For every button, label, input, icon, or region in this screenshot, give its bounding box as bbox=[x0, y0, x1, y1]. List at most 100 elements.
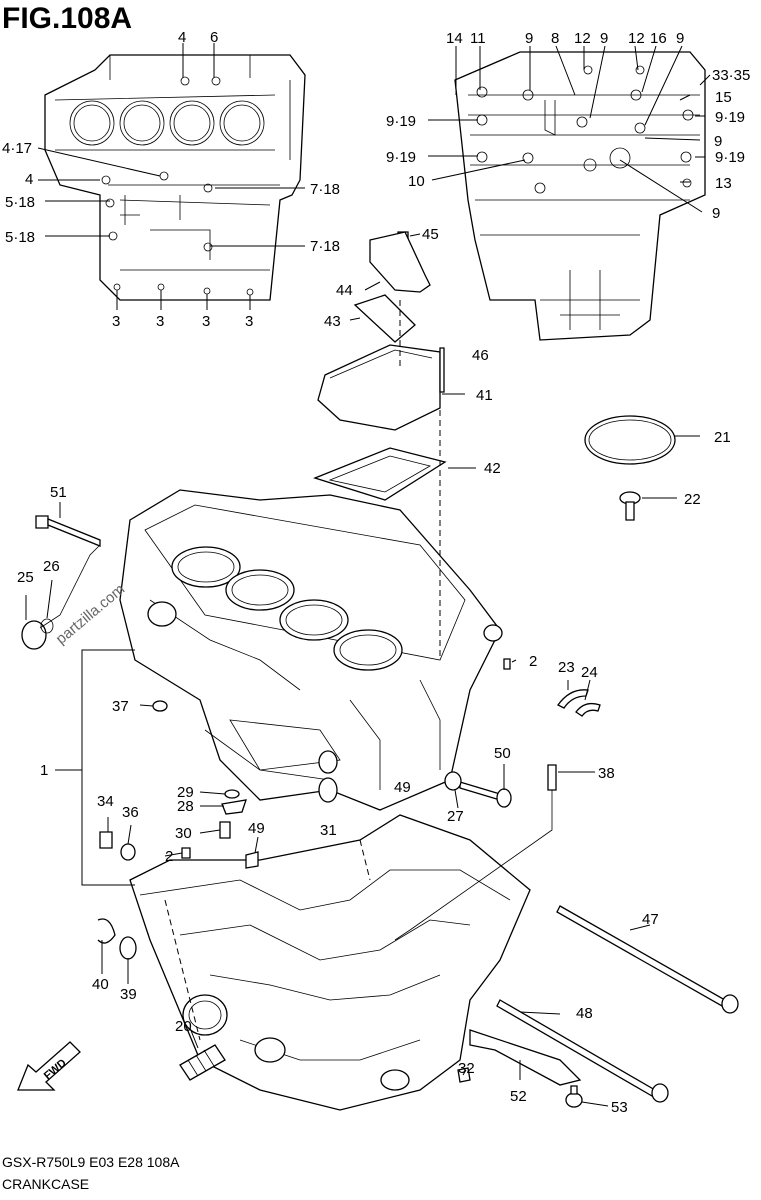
bearing-23-24 bbox=[557, 689, 601, 717]
callout-6: 6 bbox=[210, 29, 218, 46]
callout-25: 25 bbox=[17, 569, 34, 586]
callout-38: 38 bbox=[598, 765, 615, 782]
callout-3: 3 bbox=[112, 313, 120, 330]
callout-9: 9 bbox=[714, 133, 722, 150]
callout-15: 15 bbox=[715, 89, 732, 106]
callout-5-18: 5·18 bbox=[5, 229, 35, 246]
callout-9-19: 9·19 bbox=[386, 149, 416, 166]
leader-lines bbox=[25, 43, 711, 1107]
callout-13: 13 bbox=[715, 175, 732, 192]
o-ring-37 bbox=[152, 700, 168, 712]
callout-7-18: 7·18 bbox=[310, 238, 340, 255]
callout-22: 22 bbox=[684, 491, 701, 508]
callout-26: 26 bbox=[43, 558, 60, 575]
callout-40: 40 bbox=[92, 976, 109, 993]
bearing-39 bbox=[119, 936, 137, 960]
bolt-53 bbox=[565, 1085, 583, 1108]
callout-48: 48 bbox=[576, 1005, 593, 1022]
dowel-32 bbox=[457, 1067, 471, 1083]
jet-38 bbox=[394, 764, 557, 941]
callout-16: 16 bbox=[650, 30, 667, 47]
callout-32: 32 bbox=[458, 1060, 475, 1077]
callout-4: 4 bbox=[25, 171, 33, 188]
callout-12: 12 bbox=[574, 30, 591, 47]
upper-crankcase bbox=[119, 489, 503, 811]
callout-52: 52 bbox=[510, 1088, 527, 1105]
oil-strainer-assembly bbox=[313, 231, 447, 501]
callout-10: 10 bbox=[408, 173, 425, 190]
stud-48 bbox=[496, 999, 669, 1103]
callout-9: 9 bbox=[676, 30, 684, 47]
callout-24: 24 bbox=[581, 664, 598, 681]
callout-42: 42 bbox=[484, 460, 501, 477]
seal-31 bbox=[318, 777, 338, 803]
callout-27: 27 bbox=[447, 808, 464, 825]
callout-45: 45 bbox=[422, 226, 439, 243]
lower-case-inset bbox=[454, 51, 706, 341]
callout-33-35: 33·35 bbox=[712, 67, 750, 84]
callout-36: 36 bbox=[122, 804, 139, 821]
callout-49: 49 bbox=[248, 820, 265, 837]
callout-2: 2 bbox=[165, 848, 173, 865]
callout-9: 9 bbox=[525, 30, 533, 47]
callout-31: 31 bbox=[320, 822, 337, 839]
bolt-50 bbox=[444, 771, 512, 808]
bolt-22 bbox=[619, 491, 641, 521]
callout-41: 41 bbox=[476, 387, 493, 404]
screw-30 bbox=[219, 821, 231, 839]
callout-9-19: 9·19 bbox=[715, 149, 745, 166]
callout-5-18: 5·18 bbox=[5, 194, 35, 211]
watermark: partzilla.com bbox=[53, 581, 128, 648]
plug-34 bbox=[99, 831, 113, 849]
callout-37: 37 bbox=[112, 698, 129, 715]
o-ring-21 bbox=[584, 415, 676, 465]
callout-7-18: 7·18 bbox=[310, 181, 340, 198]
plate-52 bbox=[469, 1029, 582, 1086]
upper-case-inset bbox=[44, 54, 306, 301]
callout-50: 50 bbox=[494, 745, 511, 762]
section-name: CRANKCASE bbox=[2, 1176, 89, 1192]
model-code: GSX-R750L9 E03 E28 108A bbox=[2, 1154, 180, 1170]
bolt-51 bbox=[35, 515, 101, 547]
callout-9: 9 bbox=[712, 205, 720, 222]
callout-11: 11 bbox=[470, 30, 486, 47]
callout-47: 47 bbox=[642, 911, 659, 928]
callout-4: 4 bbox=[178, 29, 186, 46]
callout-29: 29 bbox=[177, 784, 194, 801]
callout-3: 3 bbox=[156, 313, 164, 330]
callout-12: 12 bbox=[628, 30, 645, 47]
dowel-pin-2a bbox=[503, 658, 511, 670]
callout-9-19: 9·19 bbox=[715, 109, 745, 126]
dowel-pin-2b bbox=[181, 847, 191, 859]
callout-46: 46 bbox=[472, 347, 489, 364]
callout-23: 23 bbox=[558, 659, 575, 676]
callout-labels: 4 6 4·17 4 5·18 5·18 7·18 7·18 3 3 3 3 1… bbox=[2, 29, 750, 1116]
o-ring-36 bbox=[120, 843, 136, 861]
callout-44: 44 bbox=[336, 282, 353, 299]
callout-28: 28 bbox=[177, 798, 194, 815]
circlip-40 bbox=[97, 918, 116, 944]
callout-34: 34 bbox=[97, 793, 114, 810]
plug-20 bbox=[179, 1044, 226, 1081]
callout-14: 14 bbox=[446, 30, 463, 47]
stud-47 bbox=[556, 905, 739, 1014]
callout-21: 21 bbox=[714, 429, 731, 446]
callout-20: 20 bbox=[175, 1018, 192, 1035]
callout-8: 8 bbox=[551, 30, 559, 47]
washer-49 bbox=[245, 851, 259, 869]
figure-title: FIG.108A bbox=[2, 2, 132, 35]
sensor-25-26 bbox=[21, 544, 101, 650]
callout-43: 43 bbox=[324, 313, 341, 330]
callout-9: 9 bbox=[600, 30, 608, 47]
callout-51: 51 bbox=[50, 484, 67, 501]
lower-crankcase bbox=[129, 814, 531, 1111]
callout-2: 2 bbox=[529, 653, 537, 670]
callout-53: 53 bbox=[611, 1099, 628, 1116]
callout-9-19: 9·19 bbox=[386, 113, 416, 130]
callout-30: 30 bbox=[175, 825, 192, 842]
callout-1: 1 bbox=[40, 762, 48, 779]
callout-39: 39 bbox=[120, 986, 137, 1003]
callout-3: 3 bbox=[245, 313, 253, 330]
